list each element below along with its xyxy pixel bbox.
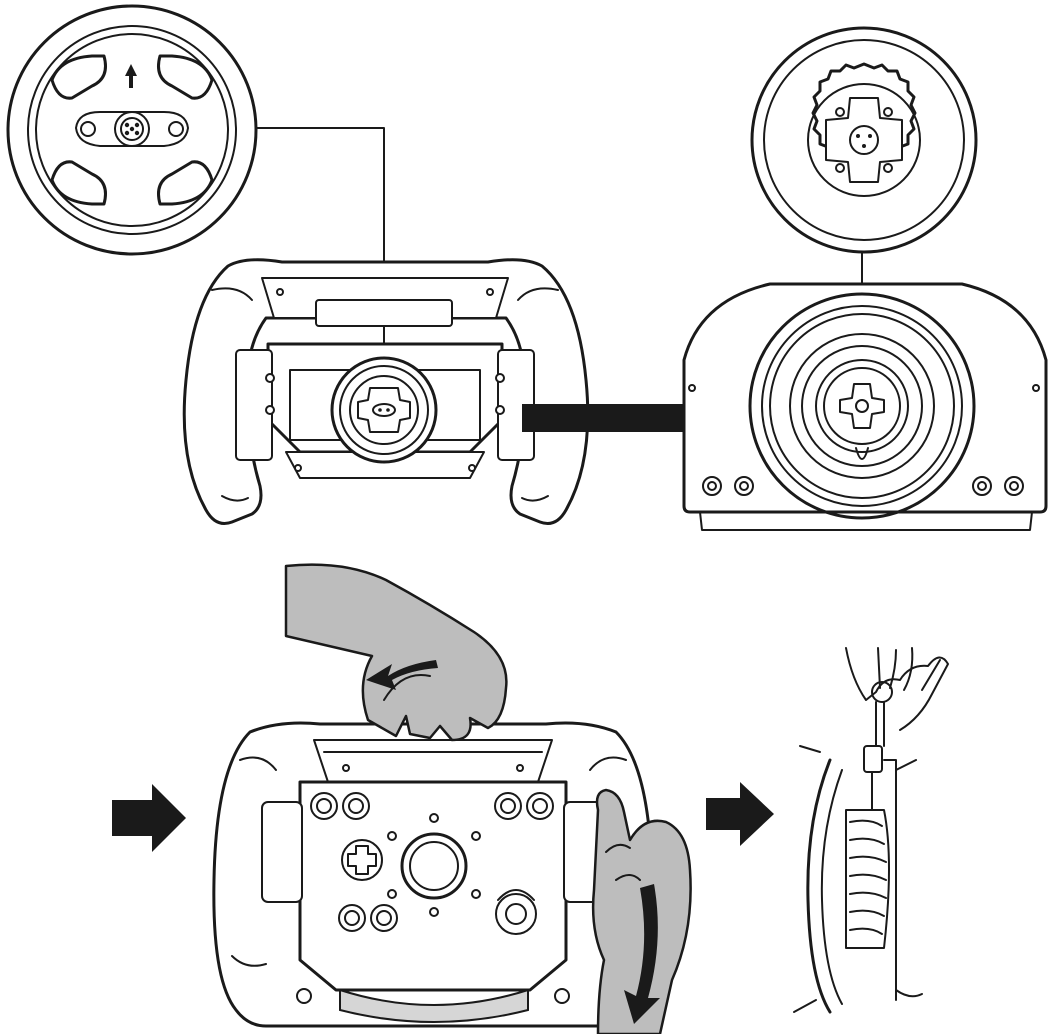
arrow-right-icon: [522, 388, 760, 448]
arrow-right-icon: [112, 784, 186, 852]
arrow-right-icon: [706, 782, 774, 846]
wheel-back-view: [182, 258, 590, 525]
rotate-arrow-icon: [624, 884, 660, 1024]
wheel-base-front-view: [682, 282, 1048, 531]
up-arrow-icon: [125, 64, 137, 88]
rotate-arrow-icon: [366, 660, 438, 690]
wheel-base-hub-detail: [750, 26, 978, 254]
mounting-step-hands: [212, 563, 692, 1034]
quick-release-detail: [6, 4, 258, 256]
tightening-side-view: [793, 647, 949, 1014]
